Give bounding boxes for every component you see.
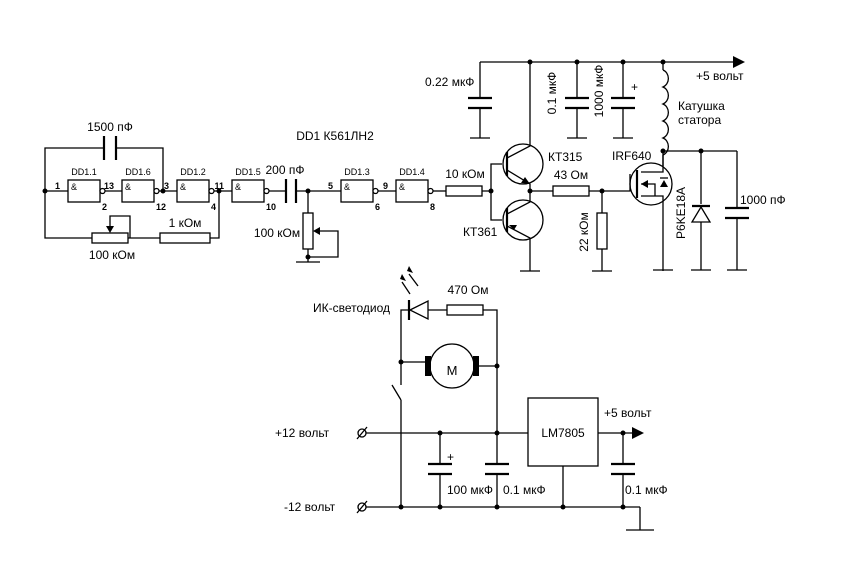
gate-name: DD1.2 [180,167,206,177]
r-led-label: 470 Ом [448,283,489,297]
reg-label: LM7805 [541,426,585,440]
c-1000u-label: 1000 мкФ [592,65,606,118]
gate-pin-out: 10 [266,202,276,212]
oscillator: 1500 пФ 1 кОм 100 кОм 100 кОм 200 пФ DD1… [44,120,446,263]
gate-dd1-6: & DD1.6 13 12 [104,167,166,212]
chip-title: DD1 К561ЛН2 [296,129,374,143]
driver: 10 кОм КТ315 КТ361 43 Ом 22 кОм +5 вольт [425,56,786,272]
gate-pin-out: 12 [156,202,166,212]
c-01-out-label: 0.1 мкФ [625,483,668,497]
gate-symbol: & [125,182,131,192]
c-01-in-label: 0.1 мкФ [503,483,546,497]
gate-symbol: & [71,182,77,192]
gate-pin-out: 8 [430,202,435,212]
power-supply: +12 вольт -12 вольт ИК-светодиод 470 Ом … [275,266,668,531]
junction-dots [42,59,704,510]
r-osc-fixed-label: 1 кОм [169,216,202,230]
plus5-bottom-label: +5 вольт [604,406,652,420]
coil-label-2: статора [678,113,721,127]
plus12-label: +12 вольт [275,426,330,440]
c-100u-plus: + [447,450,454,464]
gate-dd1-1: & DD1.1 1 2 [55,167,107,212]
gate-symbol: & [399,182,405,192]
gate-pin-out: 2 [102,202,107,212]
minus12-label: -12 вольт [284,500,336,514]
gate-name: DD1.6 [125,167,151,177]
gate-dd1-5: & DD1.5 11 10 [214,167,276,212]
gate-pin-in: 13 [104,181,114,191]
gate-pin-out: 6 [375,202,380,212]
c-022-label: 0.22 мкФ [425,75,474,89]
gate-pin-in: 9 [383,181,388,191]
r-pulldown-label: 22 кОм [577,212,591,252]
gate-name: DD1.3 [344,167,370,177]
gate-chain: &DD1.112&DD1.61312&DD1.234&DD1.51110&DD1… [55,167,435,212]
led-label: ИК-светодиод [313,301,390,315]
r-pot-label: 100 кОм [254,226,300,240]
plus5-top-label: +5 вольт [696,69,744,83]
gate-symbol: & [235,182,241,192]
gate-pin-in: 3 [164,181,169,191]
mosfet-label: IRF640 [612,149,652,163]
gate-name: DD1.1 [71,167,97,177]
c-100u-label: 100 мкФ [447,483,493,497]
c-01-label: 0.1 мкФ [545,72,559,115]
gate-pin-in: 1 [55,181,60,191]
r-base-label: 10 кОм [445,167,485,181]
gate-symbol: & [344,182,350,192]
q-pnp-label: КТ361 [463,225,498,239]
gate-pin-out: 4 [211,202,216,212]
c-osc-label: 1500 пФ [87,120,133,134]
c-couple-label: 200 пФ [266,163,305,177]
gate-pin-in: 11 [214,181,224,191]
motor-label: M [447,363,458,378]
gate-symbol: & [180,182,186,192]
gate-dd1-2: & DD1.2 3 4 [164,167,216,212]
c-1000u-plus: + [631,80,638,94]
c-1000p-label: 1000 пФ [740,193,786,207]
r-gate-label: 43 Ом [554,168,588,182]
gate-name: DD1.4 [399,167,425,177]
gate-name: DD1.5 [235,167,261,177]
gate-dd1-3: & DD1.3 5 6 [328,167,380,212]
tvs-label: P6KE18A [674,187,688,239]
gate-dd1-4: & DD1.4 9 8 [383,167,435,212]
q-npn-label: КТ315 [548,150,583,164]
gate-pin-in: 5 [328,181,333,191]
coil-label-1: Катушка [678,99,725,113]
r-osc-var-label: 100 кОм [89,248,135,262]
